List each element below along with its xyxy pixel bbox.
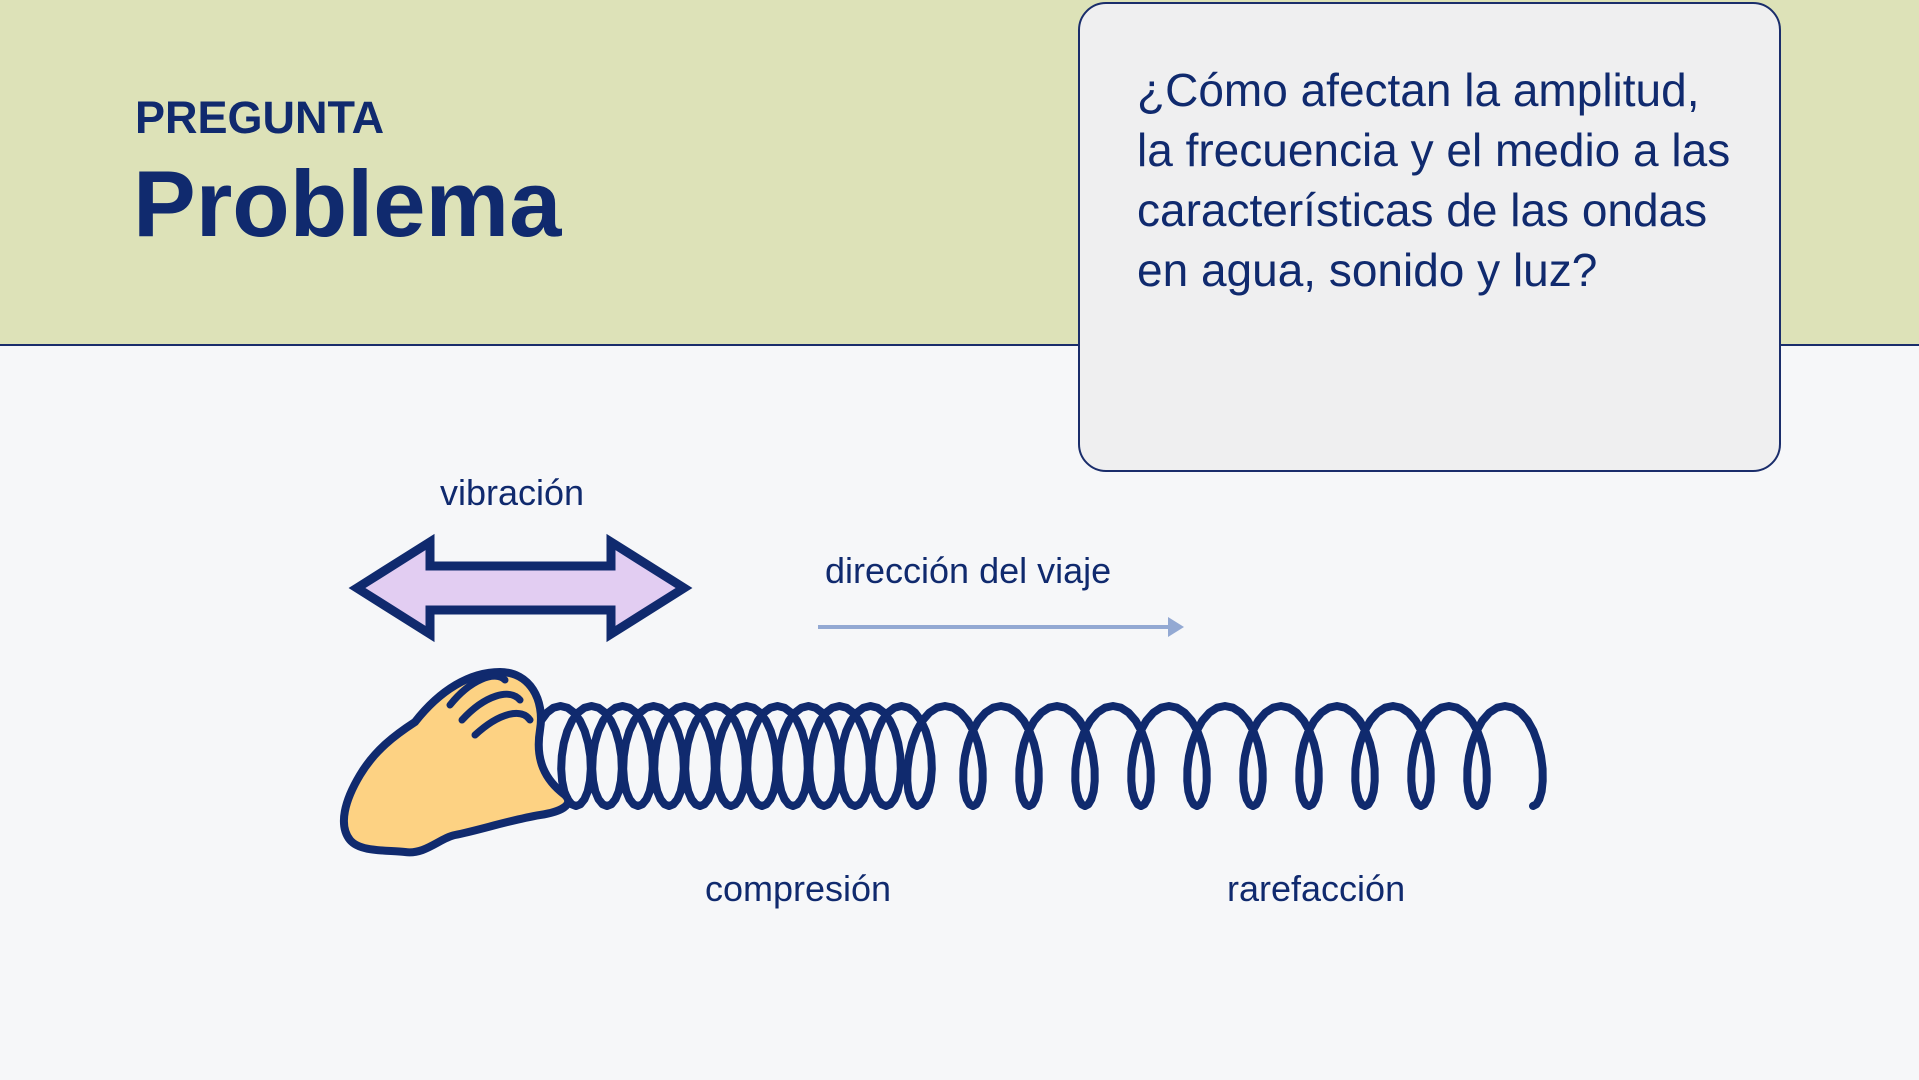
hand-icon	[339, 668, 573, 857]
direction-label: dirección del viaje	[825, 550, 1112, 591]
page-title: Problema	[133, 151, 562, 256]
double-arrow-icon	[348, 533, 693, 643]
question-card: ¿Cómo afectan la amplitud, la frecuencia…	[1078, 2, 1781, 472]
section-kicker: PREGUNTA	[135, 92, 385, 143]
question-text: ¿Cómo afectan la amplitud, la frecuencia…	[1137, 64, 1731, 296]
rarefaction-label: rarefacción	[1227, 868, 1406, 909]
spring-coil-icon	[526, 702, 1547, 810]
vibration-label: vibración	[440, 472, 585, 513]
direction-arrow-icon	[818, 617, 1184, 637]
compression-label: compresión	[705, 868, 892, 909]
